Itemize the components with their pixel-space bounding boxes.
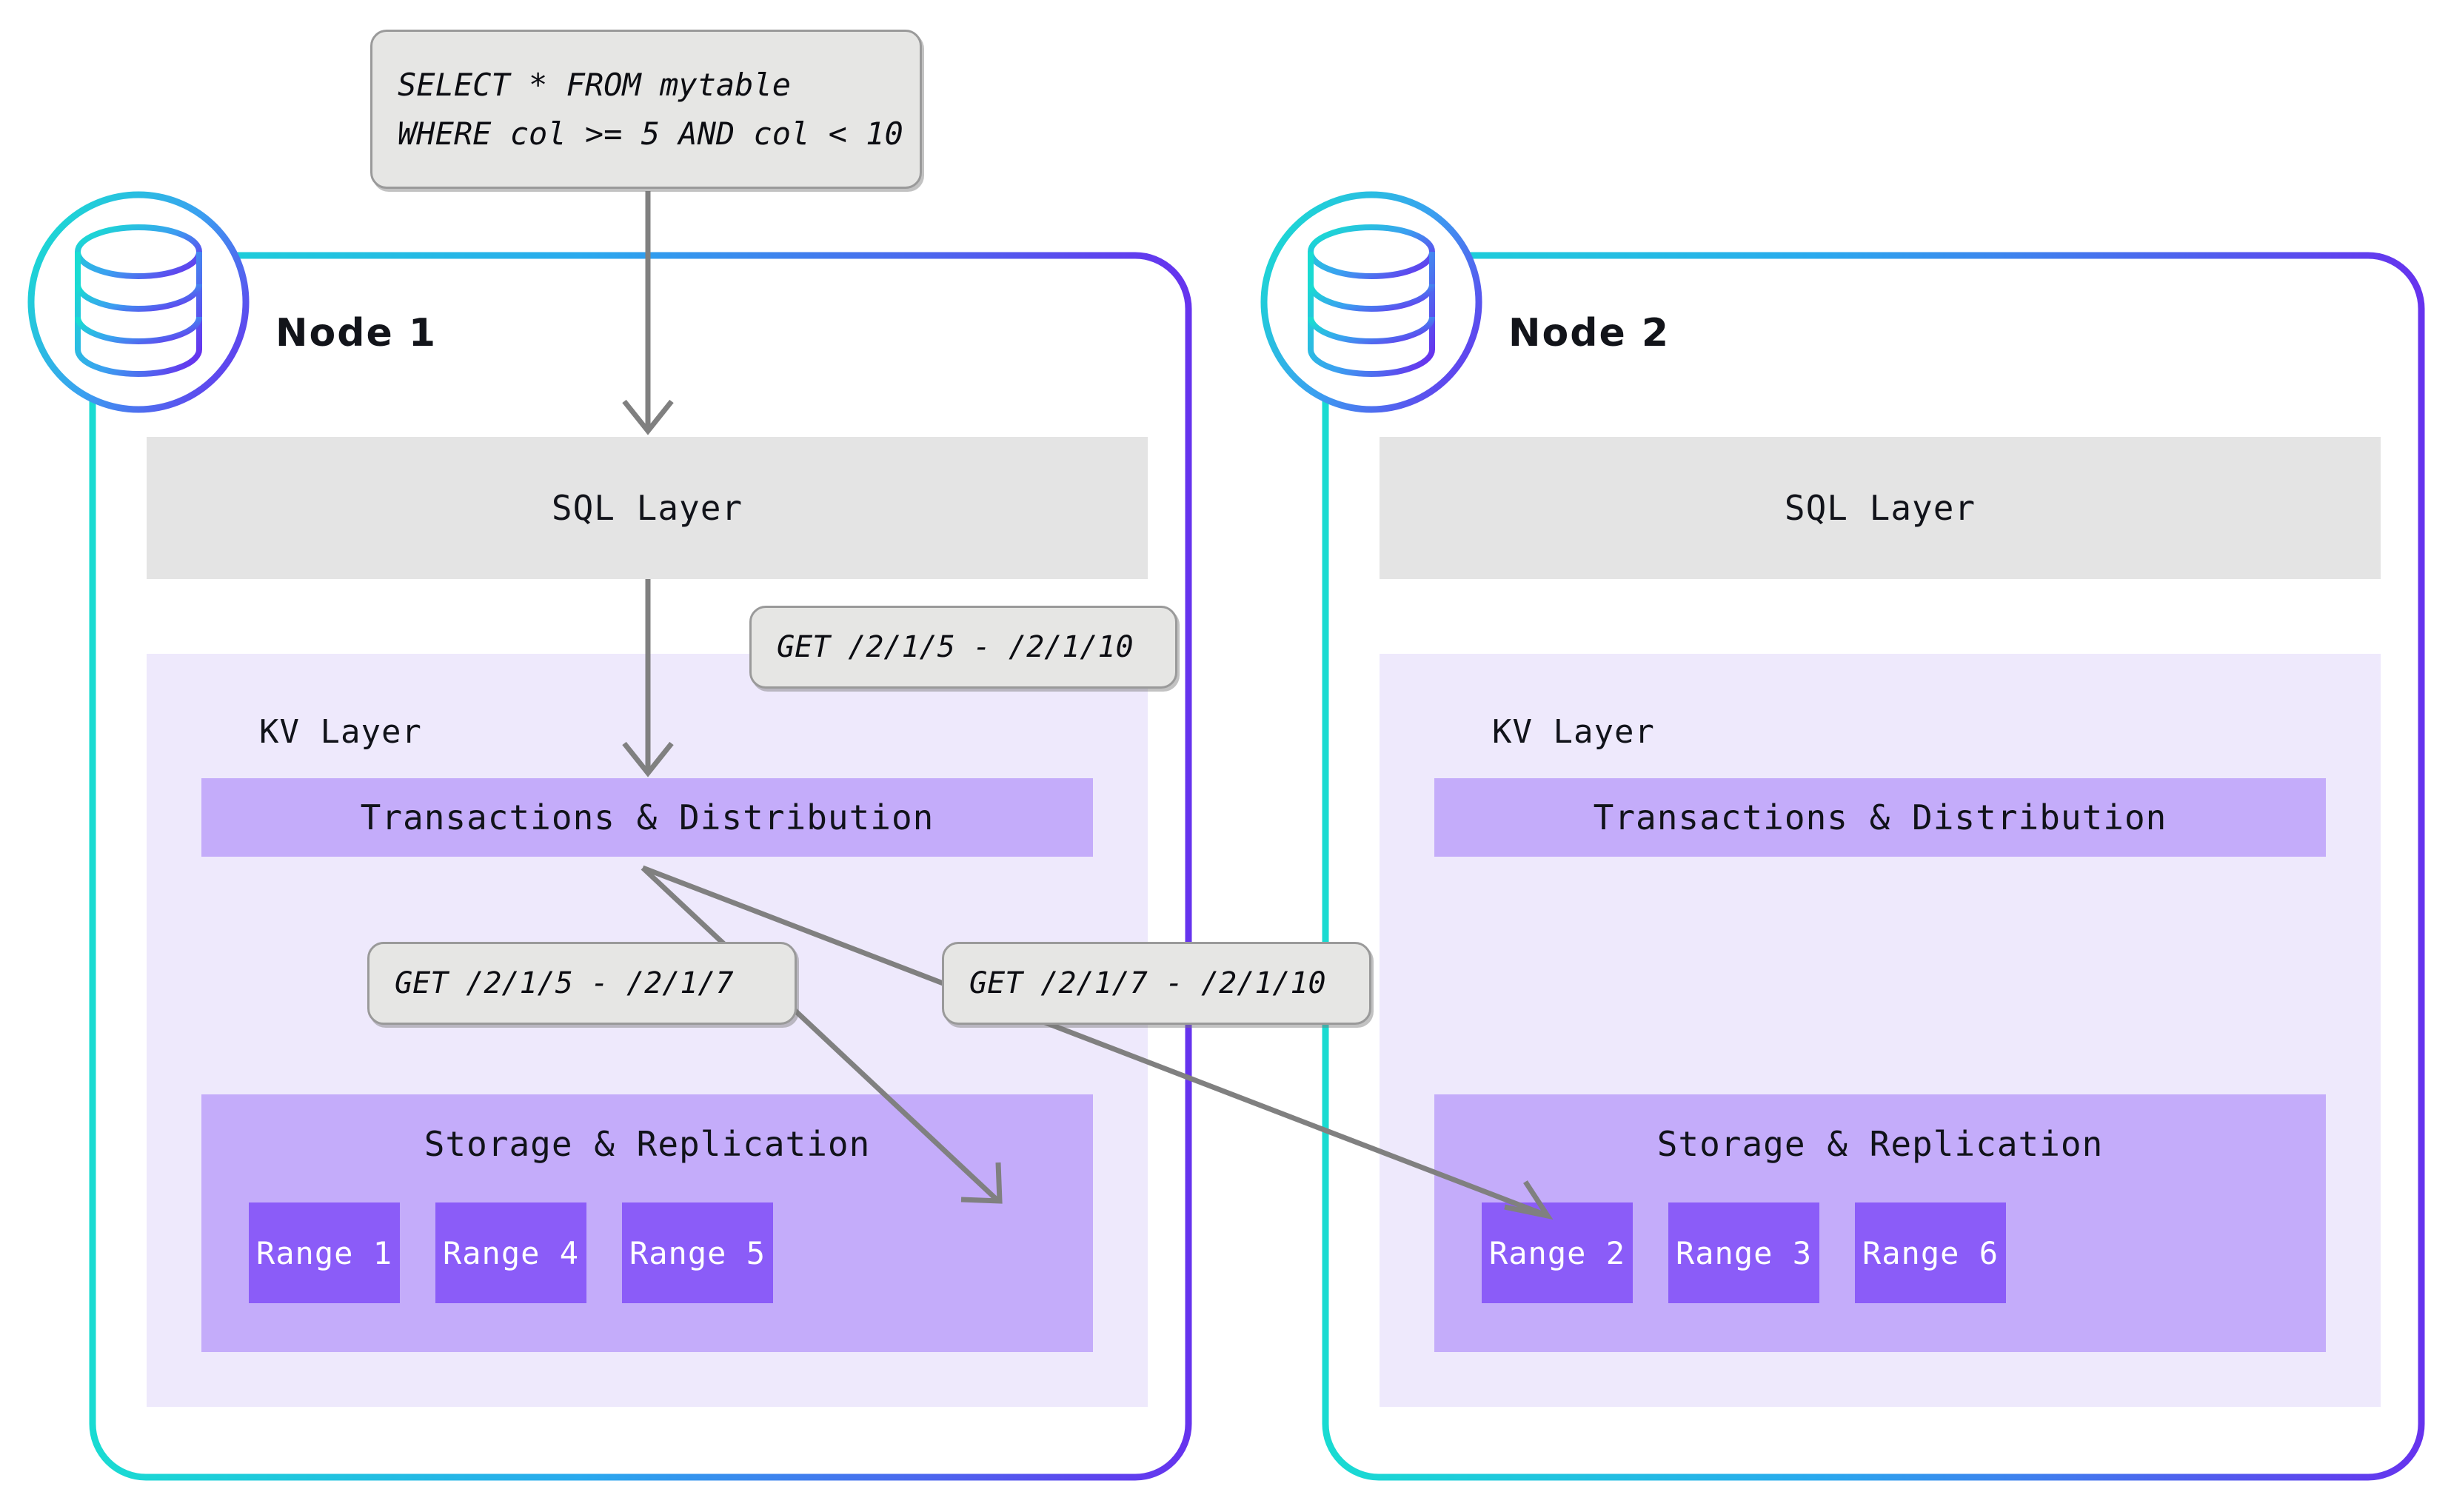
node-1-range-row: Range 1 Range 4 Range 5: [249, 1202, 773, 1303]
node-2-transactions-label: Transactions & Distribution: [1593, 797, 2167, 837]
node-2-kv-layer-label: KV Layer: [1492, 713, 1655, 751]
node-2-database-badge: [1260, 191, 1482, 413]
node-1-title: Node 1: [275, 311, 438, 355]
node-2-storage-label: Storage & Replication: [1656, 1124, 2104, 1164]
range-right-request-label: GET /2/1/7 - /2/1/10: [969, 966, 1326, 1000]
node-2-storage-bar: Storage & Replication Range 2 Range 3 Ra…: [1434, 1094, 2326, 1352]
range-left-request-label: GET /2/1/5 - /2/1/7: [395, 966, 734, 1000]
node-1-kv-layer-label: KV Layer: [259, 713, 422, 751]
range-box[interactable]: Range 5: [622, 1202, 773, 1303]
node-1-transactions-label: Transactions & Distribution: [360, 797, 934, 837]
kv-request-callout: GET /2/1/5 - /2/1/10: [749, 606, 1177, 689]
sql-query-line-1: SELECT * FROM mytable: [398, 67, 792, 104]
node-1-sql-layer-label: SQL Layer: [551, 488, 743, 528]
range-left-request-callout: GET /2/1/5 - /2/1/7: [367, 942, 797, 1025]
node-2-sql-layer-label: SQL Layer: [1784, 488, 1976, 528]
node-2-range-row: Range 2 Range 3 Range 6: [1482, 1202, 2006, 1303]
node-1-sql-layer: SQL Layer: [147, 437, 1148, 579]
node-2-title: Node 2: [1508, 311, 1671, 355]
sql-query-line-2: WHERE col >= 5 AND col < 10: [398, 115, 903, 152]
node-1-kv-panel: KV Layer Transactions & Distribution Sto…: [147, 654, 1148, 1407]
range-right-request-callout: GET /2/1/7 - /2/1/10: [942, 942, 1371, 1025]
node-1-database-badge: [27, 191, 250, 413]
node-1-storage-label: Storage & Replication: [424, 1124, 871, 1164]
kv-request-label: GET /2/1/5 - /2/1/10: [777, 630, 1134, 664]
node-1-storage-bar: Storage & Replication Range 1 Range 4 Ra…: [201, 1094, 1093, 1352]
node-2-transactions-bar: Transactions & Distribution: [1434, 778, 2326, 857]
sql-query-callout: SELECT * FROM mytable WHERE col >= 5 AND…: [370, 30, 922, 189]
range-box[interactable]: Range 4: [435, 1202, 586, 1303]
arrow-query-to-sql-head: [622, 399, 674, 435]
range-box[interactable]: Range 2: [1482, 1202, 1633, 1303]
node-2-sql-layer: SQL Layer: [1380, 437, 2381, 579]
node-2-kv-panel: KV Layer Transactions & Distribution Sto…: [1380, 654, 2381, 1407]
range-box[interactable]: Range 1: [249, 1202, 400, 1303]
node-1-transactions-bar: Transactions & Distribution: [201, 778, 1093, 857]
range-box[interactable]: Range 6: [1855, 1202, 2006, 1303]
range-box[interactable]: Range 3: [1668, 1202, 1819, 1303]
